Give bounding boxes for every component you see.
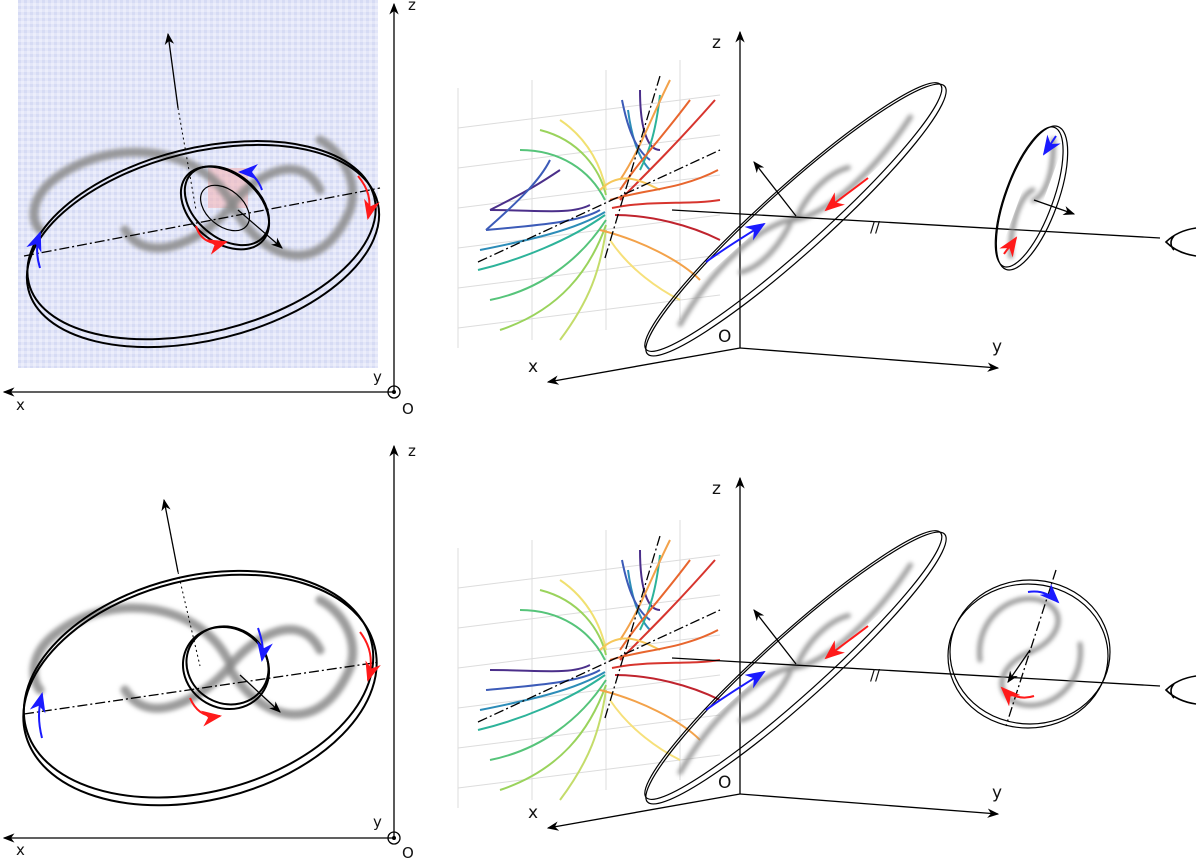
- blue-rotation-arrow-br: [705, 670, 766, 711]
- far-disk: [994, 125, 1069, 271]
- line-of-nodes: [23, 187, 381, 257]
- red-rotation-arrow-right-bl: [359, 631, 381, 682]
- projected-axis-2: [604, 75, 661, 259]
- normal-vector-br: [753, 609, 797, 665]
- inner-disk: [179, 165, 271, 251]
- panel-top-right: z y x O //: [457, 30, 1197, 385]
- y-axis-dot-bl: [392, 836, 396, 840]
- label-y-bl: y: [373, 813, 382, 831]
- outer-disk-bl: [22, 569, 378, 807]
- red-rotation-arrow-br: [824, 625, 869, 660]
- blue-rotation-arrow-left: [26, 231, 42, 269]
- red-rotation-arrow-inner: [195, 225, 228, 255]
- blue-rotation-arrow-left-bl: [29, 692, 46, 739]
- observer-eye-icon-br: [1164, 675, 1197, 705]
- blue-rotation-arrow-inner-bl: [257, 627, 273, 662]
- perspective-grid: [457, 60, 721, 348]
- velocity-curves: [477, 79, 721, 341]
- panel-bottom-left: z x y O: [2, 442, 416, 859]
- panel-top-left: z x y O: [2, 0, 416, 418]
- break-mark-br: //: [870, 666, 881, 684]
- label-z-bl: z: [408, 442, 416, 460]
- spiral-arms-bl: [29, 595, 358, 719]
- inner-disk-bl: [181, 625, 271, 711]
- label-origin-tr: O: [718, 327, 731, 347]
- noise-map-background: [18, 0, 378, 368]
- label-z-tr: z: [712, 33, 721, 53]
- y-axis-symbol-tl: [387, 385, 401, 399]
- y-axis-tr: [739, 347, 1000, 372]
- projected-axis-1-br: [477, 609, 721, 723]
- label-z-br: z: [712, 479, 721, 499]
- blue-rotation-arrow-tr: [705, 222, 766, 263]
- tilted-disk-br: [644, 530, 947, 805]
- projected-axis-2-br: [604, 535, 661, 719]
- normal-vector-outer: [164, 32, 179, 109]
- red-rotation-arrow-inner-bl: [189, 697, 222, 727]
- red-rotation-arrow-tr: [824, 177, 869, 212]
- blue-rotation-arrow-far: [1042, 134, 1061, 156]
- face-on-disk: [947, 579, 1111, 729]
- projected-axis-1: [477, 149, 721, 263]
- blue-rotation-arrow-inner: [238, 164, 263, 191]
- label-origin-br: O: [718, 773, 731, 793]
- label-x-bl: x: [16, 841, 25, 859]
- blue-rotation-arrow-face-on: [1027, 583, 1060, 604]
- x-axis-tr: [546, 347, 741, 385]
- label-origin: O: [402, 400, 414, 418]
- y-axis-symbol-bl: [387, 831, 401, 845]
- tilted-disk: [644, 82, 947, 357]
- label-y-br: y: [992, 783, 1002, 803]
- velocity-curves-br: [477, 539, 721, 801]
- line-of-sight: [671, 209, 1161, 239]
- normal-vector-tr: [753, 161, 797, 217]
- label-x: x: [16, 396, 25, 414]
- perspective-grid-br: [457, 520, 721, 808]
- label-y-tr: y: [992, 337, 1002, 357]
- line-of-sight-br: [671, 657, 1161, 687]
- observer-eye-icon: [1164, 227, 1197, 257]
- red-rotation-arrow-right: [357, 175, 380, 220]
- y-axis-dot-tl: [392, 390, 396, 394]
- label-z: z: [408, 0, 416, 14]
- normal-vector-face-on: [1007, 649, 1031, 683]
- normal-vector-far: [1033, 199, 1076, 215]
- y-axis-br: [739, 793, 1000, 818]
- panel-bottom-right: z y x O //: [457, 476, 1197, 831]
- line-of-nodes-bl: [23, 661, 381, 715]
- normal-vector-hidden: [177, 107, 197, 211]
- normal-vector-outer-bl: [161, 498, 179, 573]
- label-origin-bl: O: [402, 844, 414, 859]
- red-rotation-arrow-far: [999, 236, 1018, 258]
- break-mark: //: [870, 218, 881, 236]
- red-rotation-arrow-face-on: [1000, 686, 1035, 707]
- normal-vector-hidden-bl: [177, 571, 201, 667]
- normal-vector-inner: [237, 209, 283, 249]
- label-x-br: x: [528, 803, 538, 823]
- normal-vector-inner-bl: [239, 674, 281, 713]
- x-axis-br: [546, 793, 741, 831]
- label-x-tr: x: [528, 357, 538, 377]
- label-y: y: [373, 368, 382, 386]
